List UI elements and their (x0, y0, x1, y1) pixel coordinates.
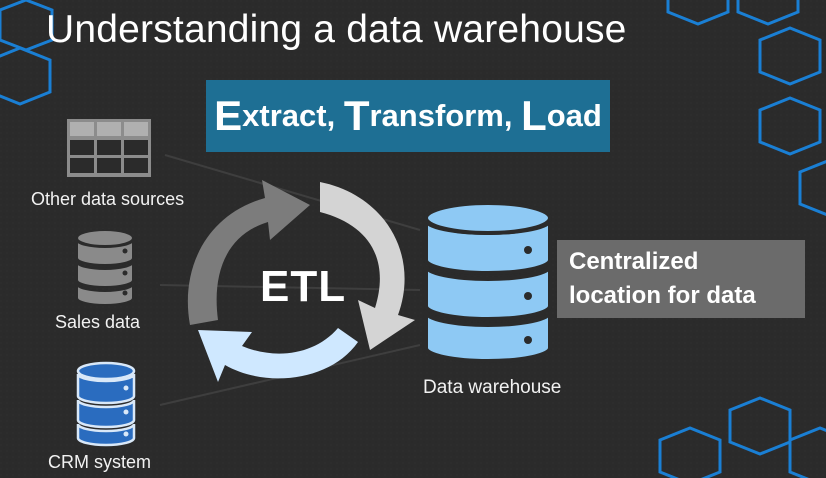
transform-initial: T (343, 92, 370, 139)
etl-cycle-label: ETL (260, 262, 347, 311)
cycle-arrow-left (187, 180, 310, 325)
cycle-arrow-bottom (198, 328, 358, 382)
source-label-other: Other data sources (31, 189, 185, 209)
extract-rest: xtract, (242, 98, 344, 133)
callout-box: Centralized location for data (557, 240, 805, 318)
page-title: Understanding a data warehouse (46, 8, 627, 51)
transform-rest: ransform, (369, 98, 522, 133)
source-label-sales: Sales data (55, 312, 141, 332)
source-label-crm: CRM system (48, 452, 151, 472)
warehouse-label: Data warehouse (423, 377, 562, 398)
load-initial: L (521, 92, 547, 139)
blue-database-icon (76, 361, 136, 447)
load-rest: oad (546, 98, 602, 133)
cycle-arrow-right (320, 182, 415, 350)
gray-database-icon (76, 229, 134, 306)
light-blue-database-icon (424, 201, 552, 363)
etl-cycle-arrows (187, 180, 415, 382)
table-grid-icon (67, 119, 151, 177)
extract-initial: E (214, 92, 243, 139)
callout-line-1: Centralized (569, 248, 699, 275)
callout-line-2: location for data (569, 282, 756, 309)
